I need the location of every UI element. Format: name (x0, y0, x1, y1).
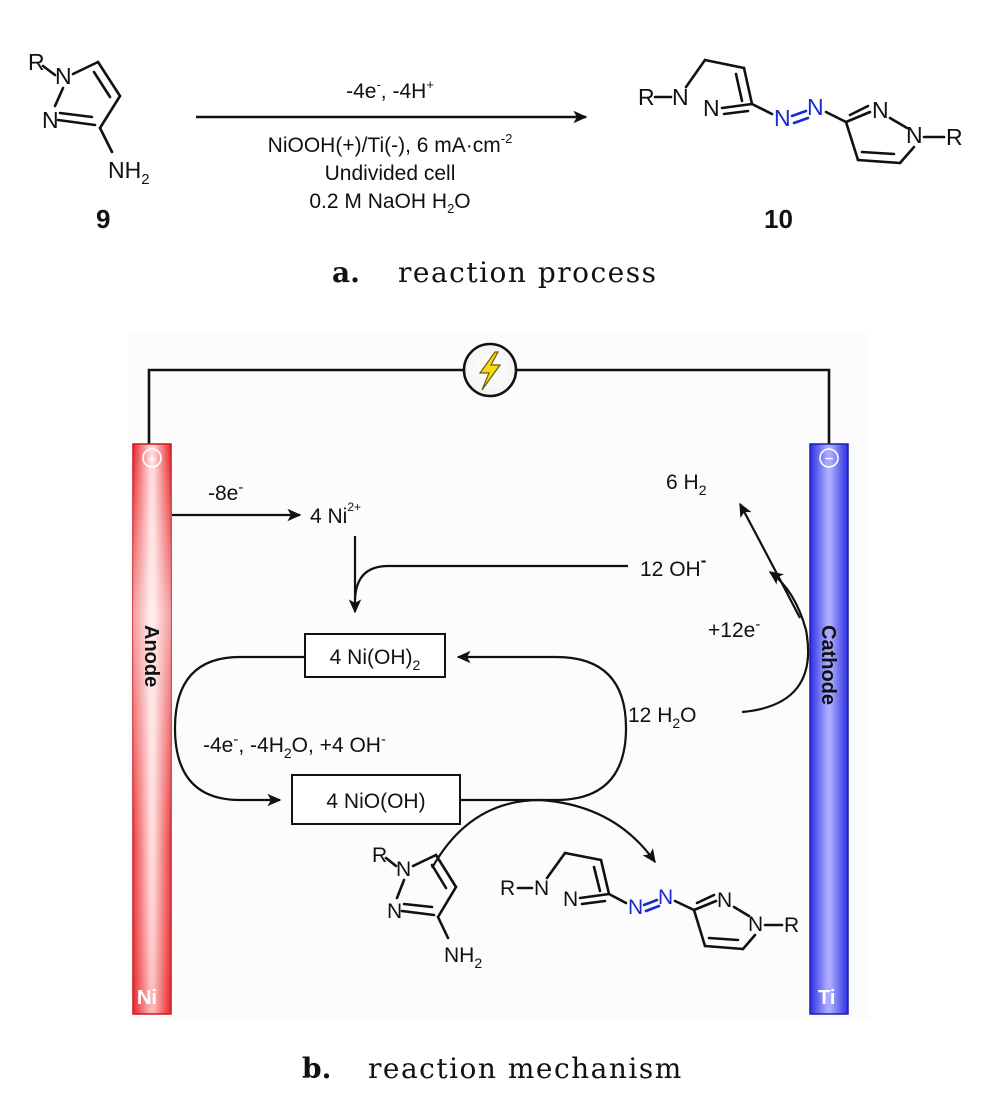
nickel-hydroxide-box (304, 633, 446, 678)
condition-electrons: -4e-, -4H+ (346, 77, 434, 103)
cathode-electrode: − Cathode Ti (809, 443, 849, 1015)
cathode-material: Ti (818, 987, 835, 1009)
nh2-group: NH2 (444, 944, 482, 971)
r-substituent: R (28, 49, 45, 75)
r-right: R (784, 914, 799, 937)
nickel-ion: 4 Ni2+ (310, 500, 361, 528)
n-atom: N (906, 122, 923, 148)
circuit-wire-right (516, 368, 831, 444)
hydrogen-product: 6 H2 (666, 471, 707, 498)
mechanism-product-azopyrazole: R N N N N N N R (500, 851, 799, 951)
cathode-electron-count: +12e- (708, 616, 760, 642)
hydroxide-supply-arrow (353, 564, 628, 601)
reduction-arrow-to-hydrogen (739, 502, 801, 619)
r-substituent: R (372, 844, 387, 867)
anode-sign: + (148, 451, 157, 468)
n-atom: N (672, 84, 689, 110)
r-left: R (638, 84, 655, 110)
n-atom: N (717, 889, 732, 912)
azo-n-left: N (628, 896, 643, 919)
oxidation-cycle-arrow (173, 655, 305, 807)
caption-text-b: reaction mechanism (368, 1052, 683, 1085)
r-left: R (500, 877, 515, 900)
azo-n-left: N (774, 105, 791, 131)
caption-text-a: reaction process (398, 256, 657, 289)
mechanism-reactant-aminopyrazole: R N N NH2 (372, 844, 482, 971)
reaction-conditions: -4e-, -4H+ NiOOH(+)/Ti(-), 6 mA·cm-2 Und… (268, 77, 513, 216)
reduction-arrow-to-hydroxide (741, 571, 810, 714)
panel-b-reaction-mechanism: + Anode Ni − Cathode Ti -8e- 4 Ni2+ 4 Ni… (128, 330, 870, 1020)
mechanism-background (128, 330, 870, 1020)
r-right: R (946, 124, 963, 150)
nh2-group: NH2 (108, 157, 150, 188)
compound-number-10: 10 (764, 204, 793, 234)
nickel-hydroxide: 4 Ni(OH)2 (330, 646, 421, 673)
regeneration-cycle-arrow (456, 650, 628, 802)
anode-electrode: + Anode Ni (132, 443, 172, 1015)
nickel-oxyhydroxide-box (291, 774, 461, 825)
n-atom: N (703, 95, 720, 121)
n-atom: N (563, 888, 578, 911)
n-atom: N (534, 877, 549, 900)
azo-n-right: N (658, 886, 673, 909)
anode-label: Anode (140, 625, 162, 687)
panel-a-reaction-process: R N N NH2 9 -4e-, -4H+ NiOOH(+)/Ti(-), 6… (28, 49, 963, 289)
product-azopyrazole: R N N N N N N (638, 58, 963, 234)
caption-letter-a: a. (332, 256, 360, 289)
condition-electrolyte: 0.2 M NaOH H2O (309, 190, 470, 216)
n1-atom: N (55, 63, 72, 89)
anode-electron-count: -8e- (208, 479, 243, 505)
n-atom: N (748, 913, 763, 936)
n2-atom: N (387, 900, 402, 923)
n1-atom: N (396, 858, 411, 881)
condition-electrodes: NiOOH(+)/Ti(-), 6 mA·cm-2 (268, 131, 513, 157)
reactant-aminopyrazole: R N N NH2 9 (28, 49, 150, 234)
caption-letter-b: b. (302, 1052, 331, 1085)
circuit-wire-left (147, 368, 464, 444)
water-reactant: 12 H2O (628, 704, 697, 731)
n-atom: N (872, 97, 889, 123)
lightning-bolt-icon (478, 351, 502, 391)
cathode-label: Cathode (817, 625, 839, 705)
azo-n-right: N (807, 94, 824, 120)
cathode-sign: − (824, 451, 833, 468)
compound-number-9: 9 (96, 204, 110, 234)
anode-material: Ni (137, 987, 157, 1009)
hydroxide-ion: 12 OH- (640, 551, 706, 581)
cycle-conditions: -4e-, -4H2O, +4 OH- (203, 731, 386, 761)
condition-cell: Undivided cell (325, 162, 456, 185)
n2-atom: N (42, 107, 59, 133)
power-source (462, 342, 518, 398)
nickel-oxyhydroxide: 4 NiO(OH) (326, 790, 425, 813)
substrate-oxidation-arrow (431, 798, 656, 869)
